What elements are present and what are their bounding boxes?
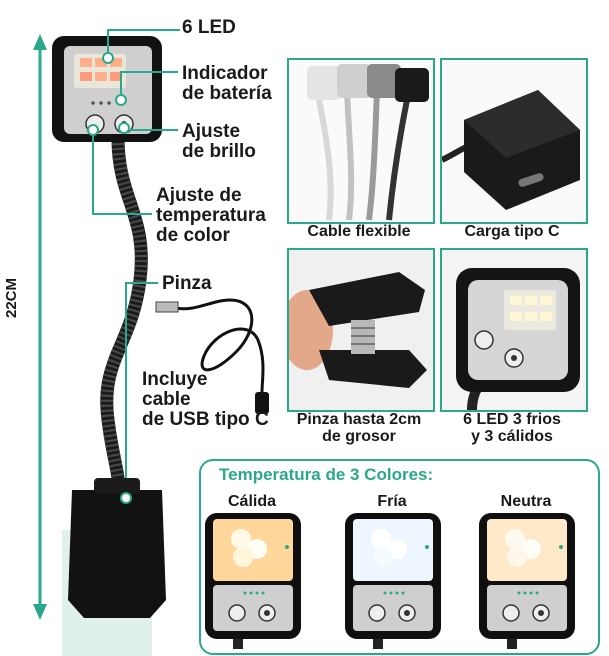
head-cold <box>345 513 441 649</box>
cable-callout-line3: de USB tipo C <box>142 408 269 430</box>
panel-charging <box>440 58 588 224</box>
brightness-callout: Ajuste de brillo <box>182 122 256 162</box>
caption-charging: Carga tipo C <box>464 223 560 240</box>
mode-label-cold: Fría <box>377 493 407 510</box>
clip-base <box>68 490 166 618</box>
panel-flexible <box>287 58 435 224</box>
mode-label-warm: Cálida <box>227 493 276 510</box>
cable-callout: Incluye cable de USB tipo C <box>142 370 269 430</box>
temperature-heads <box>205 513 575 649</box>
usb-cable <box>175 298 265 393</box>
height-arrow <box>33 34 47 620</box>
mode-label-neutral: Neutra <box>500 493 552 510</box>
colortemp-callout: Ajuste de temperatura de color <box>156 186 266 246</box>
battery-callout: Indicador de batería <box>182 64 272 104</box>
brightness-callout-line1: Ajuste <box>182 121 241 142</box>
battery-callout-line1: Indicador <box>182 63 268 84</box>
colortemp-callout-line2: temperatura <box>156 204 266 226</box>
led-array <box>80 58 122 81</box>
brightness-callout-line2: de brillo <box>182 140 256 162</box>
height-label: 22CM <box>3 277 20 318</box>
clip-callout: Pinza <box>162 273 212 294</box>
caption-leds: 6 LED 3 frios y 3 cálidos <box>436 411 588 446</box>
panel-leds <box>440 248 588 412</box>
cable-callout-line2: cable <box>142 388 191 410</box>
head-warm <box>205 513 301 649</box>
caption-clip-line2: de grosor <box>322 427 396 445</box>
led-callout: 6 LED <box>182 17 236 38</box>
gooseneck <box>100 131 148 497</box>
battery-callout-line2: de batería <box>182 82 272 104</box>
colortemp-callout-line3: de color <box>156 224 230 246</box>
temperature-title: Temperatura de 3 Colores: <box>219 465 434 484</box>
panel-clip <box>287 248 435 412</box>
caption-leds-line1: 6 LED 3 frios <box>463 411 561 428</box>
head-neutral <box>479 513 575 649</box>
colortemp-callout-line1: Ajuste de <box>156 185 242 206</box>
caption-flexible: Cable flexible <box>307 223 411 240</box>
temperature-box: Temperatura de 3 Colores: Cálida Fría Ne… <box>199 459 600 655</box>
caption-clip: Pinza hasta 2cm de grosor <box>283 411 435 446</box>
caption-leds-line2: y 3 cálidos <box>471 427 553 445</box>
caption-clip-line1: Pinza hasta 2cm <box>296 411 422 428</box>
cable-callout-line1: Incluye <box>142 369 208 390</box>
